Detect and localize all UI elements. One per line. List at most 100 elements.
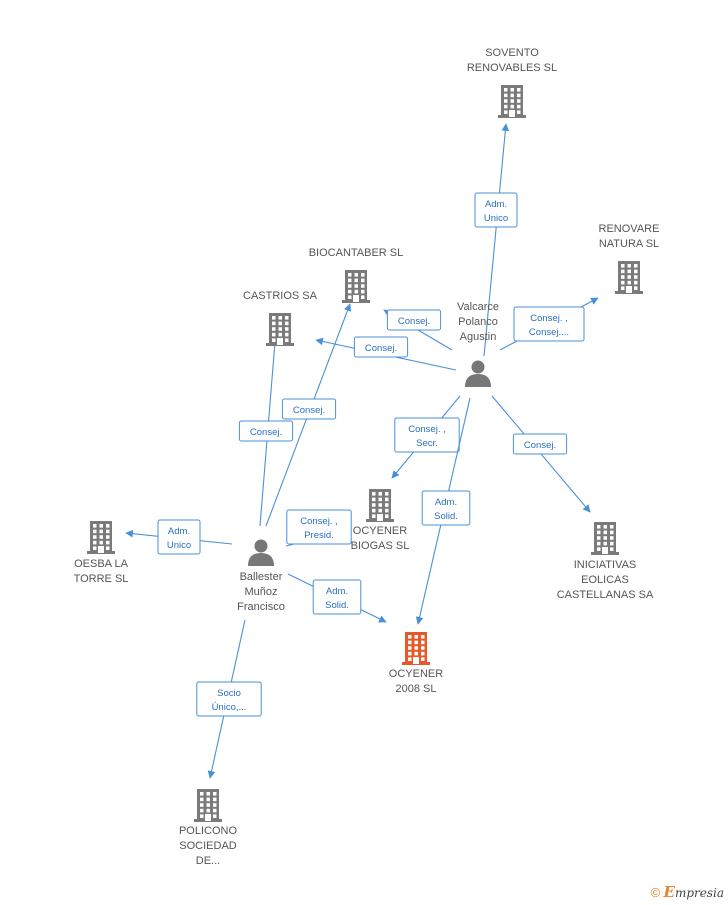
node-label: EOLICAS: [581, 574, 629, 586]
copyright-symbol: ©: [650, 885, 661, 900]
edge-ballester-ocyener2008[interactable]: Adm. Solid.: [287, 573, 387, 623]
edge-label-text: Consej.: [365, 343, 397, 354]
building-icon: [402, 632, 430, 665]
footer-brand[interactable]: © Empresia: [651, 883, 724, 901]
edge-label-text: Consej.: [250, 427, 282, 438]
node-label: TORRE SL: [74, 573, 129, 585]
edge-label-box: [421, 490, 471, 526]
edge-valcarce-biocantaber[interactable]: Consej.: [383, 309, 453, 351]
node-sovento[interactable]: SOVENTO RENOVABLES SL: [467, 47, 557, 118]
node-label: RENOVARE: [599, 223, 660, 235]
person-icon: [465, 360, 491, 387]
edge-label-text: Consej. ,: [408, 424, 446, 435]
node-label: Valcarce: [457, 301, 499, 313]
node-label: Ballester: [240, 571, 283, 583]
node-label: SOVENTO: [485, 47, 539, 59]
brand-logo-text: mpresia: [674, 886, 724, 900]
node-label: Francisco: [237, 601, 285, 613]
edge-label-text: Consej.: [293, 405, 325, 416]
edge-label-text: Adm.: [435, 497, 457, 508]
node-label: 2008 SL: [396, 683, 437, 695]
node-label: RENOVABLES SL: [467, 62, 557, 74]
edge-label-box: [353, 336, 409, 358]
edge-ballester-policono[interactable]: SocioÚnico,...: [196, 619, 262, 779]
nodes-layer: SOVENTO RENOVABLES SL RENOVARE NATURA SL BIO…: [74, 47, 660, 867]
building-icon: [342, 270, 370, 303]
node-label: BIOGAS SL: [351, 540, 410, 552]
edge-valcarce-sovento[interactable]: Adm. Unico: [474, 123, 518, 357]
edge-ballester-ocyener_biogas[interactable]: Consej. , Presid.: [285, 509, 352, 547]
edge-label-text: Adm.: [326, 586, 348, 597]
node-label: Polanco: [458, 316, 498, 328]
edge-label-box: [513, 306, 585, 342]
node-label: NATURA SL: [599, 238, 659, 250]
edge-label-box: [394, 417, 460, 453]
node-iniciativas[interactable]: INICIATIVAS EOLICAS CASTELLANAS SA: [557, 522, 654, 601]
node-label: Muñoz: [244, 586, 277, 598]
edge-label-text: Único,...: [212, 702, 247, 713]
node-label: CASTELLANAS SA: [557, 589, 654, 601]
edge-valcarce-castrios[interactable]: Consej.: [315, 336, 457, 371]
building-icon: [591, 522, 619, 555]
edge-label-box: [196, 681, 262, 717]
node-label: SOCIEDAD: [179, 840, 237, 852]
edge-label-box: [386, 309, 442, 331]
edge-label-box: [238, 420, 294, 442]
brand-logo-e: E: [663, 883, 675, 901]
edge-ballester-castrios[interactable]: Consej.: [238, 329, 294, 527]
edge-valcarce-ocyener_biogas[interactable]: Consej. , Secr.: [391, 395, 461, 479]
building-icon: [87, 521, 115, 554]
edge-label-box: [312, 579, 362, 615]
edge-label-text: Consej.: [398, 316, 430, 327]
edge-label-text: Secr.: [416, 438, 438, 449]
edge-label-box: [286, 509, 352, 545]
node-label: DE...: [196, 855, 220, 867]
node-label: Agustin: [460, 331, 497, 343]
node-ocyener2008[interactable]: OCYENER 2008 SL: [389, 632, 443, 695]
edge-label-text: Consej. ,: [300, 516, 338, 527]
node-castrios[interactable]: CASTRIOS SA: [243, 290, 318, 346]
edge-label-text: Solid.: [434, 511, 458, 522]
edge-label-text: Socio: [217, 688, 241, 699]
edge-label-text: Solid.: [325, 600, 349, 611]
edge-label-text: Unico: [167, 540, 191, 551]
node-biocantaber[interactable]: BIOCANTABER SL: [309, 247, 404, 303]
edge-arrow: [483, 123, 510, 357]
edge-valcarce-iniciativas[interactable]: Consej.: [491, 395, 591, 513]
edge-label-text: Consej. ,: [530, 313, 568, 324]
edge-valcarce-renovare[interactable]: Consej. , Consej....: [499, 297, 599, 351]
node-label: POLICONO: [179, 825, 238, 837]
node-policono[interactable]: POLICONO SOCIEDAD DE...: [179, 789, 238, 867]
building-icon: [194, 789, 222, 822]
node-label: OCYENER: [389, 668, 443, 680]
edge-label-box: [157, 519, 201, 555]
edge-label-text: Adm.: [485, 199, 507, 210]
building-icon: [615, 261, 643, 294]
edge-label-box: [512, 433, 568, 455]
node-oesba[interactable]: OESBA LA TORRE SL: [74, 521, 129, 585]
edge-valcarce-ocyener2008[interactable]: Adm. Solid.: [415, 397, 471, 625]
building-icon: [498, 85, 526, 118]
edge-label-box: [281, 398, 337, 420]
building-icon: [266, 313, 294, 346]
edge-label-box: [474, 192, 518, 228]
building-icon: [366, 489, 394, 522]
node-renovare[interactable]: RENOVARE NATURA SL: [599, 223, 660, 294]
edge-label-text: Consej.: [524, 440, 556, 451]
edge-label-text: Unico: [484, 213, 508, 224]
node-label: BIOCANTABER SL: [309, 247, 404, 259]
node-label: OESBA LA: [74, 558, 128, 570]
node-label: CASTRIOS SA: [243, 290, 318, 302]
edge-label-text: Adm.: [168, 526, 190, 537]
edge-ballester-biocantaber[interactable]: Consej.: [265, 303, 352, 527]
edge-ballester-oesba[interactable]: Adm. Unico: [125, 519, 233, 555]
edge-label-text: Consej....: [529, 327, 569, 338]
edge-label-text: Presid.: [304, 530, 334, 541]
person-icon: [248, 539, 274, 566]
node-label: INICIATIVAS: [574, 559, 637, 571]
